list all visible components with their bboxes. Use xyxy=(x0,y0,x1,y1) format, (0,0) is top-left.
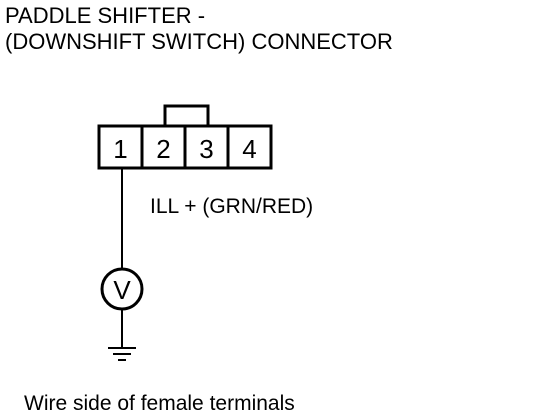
ground-icon xyxy=(108,347,136,361)
wire-label: ILL + (GRN/RED) xyxy=(150,195,314,218)
diagram-title-line-2: (DOWNSHIFT SWITCH) CONNECTOR xyxy=(5,29,393,54)
pin-3-label: 3 xyxy=(199,134,213,164)
footer-note: Wire side of female terminals xyxy=(24,392,295,415)
connector-lock-tab xyxy=(163,104,210,126)
pin-1-label: 1 xyxy=(113,134,127,164)
voltmeter-symbol: V xyxy=(113,275,131,305)
diagram-title-line-1: PADDLE SHIFTER - xyxy=(5,3,206,28)
pin-2-label: 2 xyxy=(156,134,170,164)
pin-4-label: 4 xyxy=(242,134,256,164)
